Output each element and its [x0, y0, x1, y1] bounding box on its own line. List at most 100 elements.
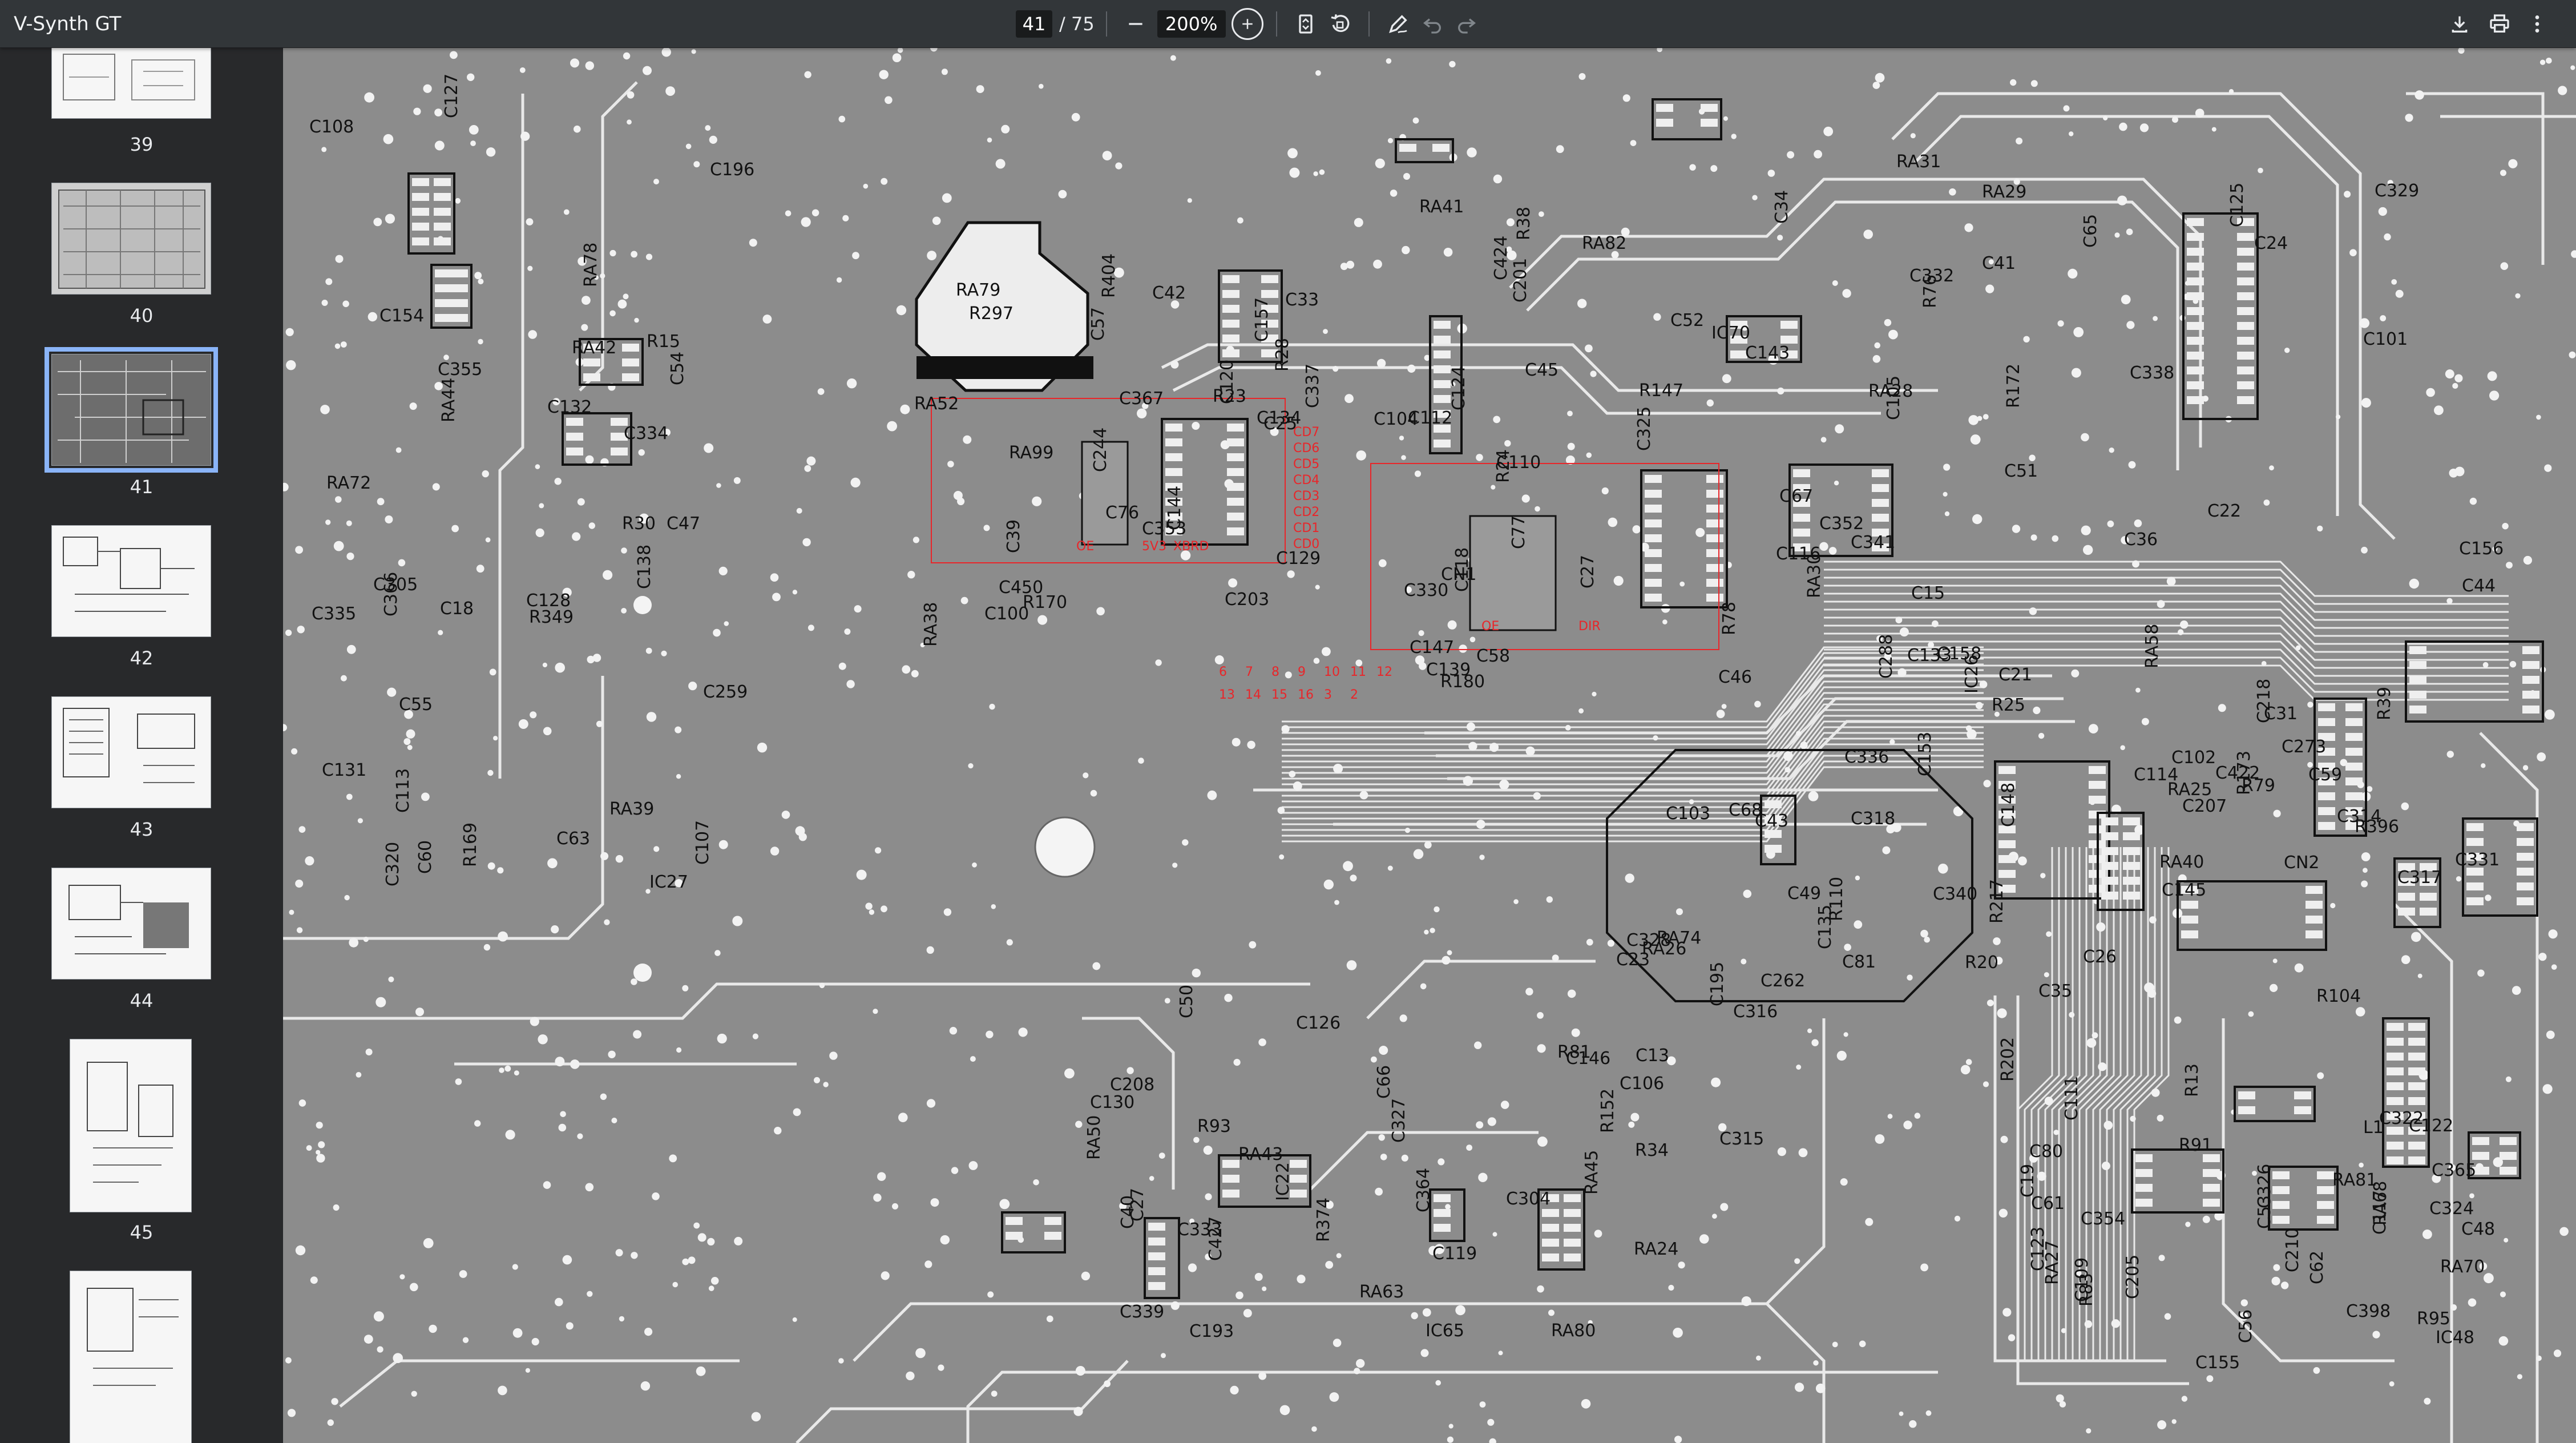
pcb-reference-label: C27 [1578, 555, 1598, 589]
pcb-pad [1765, 830, 1782, 838]
fit-page-button[interactable] [1289, 7, 1323, 41]
zoom-level-input[interactable]: 200% [1157, 10, 1226, 38]
pcb-component-outline [2182, 212, 2259, 420]
pcb-reference-label: C114 [2134, 765, 2178, 785]
pcb-reference-label: C100 [984, 604, 1029, 624]
pcb-pad [2517, 868, 2534, 876]
pcb-via [823, 1082, 829, 1087]
pcb-pad [2345, 703, 2363, 711]
pcb-via [1350, 874, 1357, 882]
pcb-bus-trace [1824, 608, 2509, 645]
pcb-via [2349, 249, 2357, 257]
pcb-via [346, 520, 352, 526]
pcb-pad [583, 373, 600, 381]
pcb-via [1983, 414, 1989, 420]
pcb-pad [1656, 104, 1673, 112]
pcb-reference-label: R349 [529, 607, 574, 627]
redo-button[interactable] [1449, 7, 1484, 41]
pcb-via [305, 856, 314, 866]
pcb-via [1967, 729, 1977, 740]
zoom-in-button[interactable] [1230, 7, 1265, 41]
pcb-via [1711, 1077, 1721, 1087]
pcb-pad [2187, 381, 2204, 389]
pcb-via [596, 720, 603, 727]
rotate-button[interactable] [1323, 7, 1357, 41]
pcb-via [1668, 1284, 1674, 1291]
pcb-via [1988, 259, 1994, 265]
pcb-via [1884, 319, 1892, 327]
pcb-via [1607, 940, 1614, 947]
pcb-reference-label: RA74 [1657, 928, 1701, 948]
pcb-reference-label: C21 [1998, 665, 2032, 685]
pcb-pad [2408, 1127, 2425, 1135]
pcb-pad [1542, 1209, 1559, 1217]
ic22-highlight-box [1370, 463, 1719, 650]
pcb-via [1872, 82, 1880, 89]
pcb-via [535, 464, 540, 469]
pcb-via [1187, 198, 1192, 203]
pcb-via [1479, 1401, 1486, 1408]
pcb-via [1972, 514, 1983, 525]
pcb-via [1476, 454, 1483, 461]
pcb-reference-label: C330 [1404, 581, 1448, 600]
pcb-via [1434, 1244, 1445, 1255]
pcb-via [1889, 739, 1895, 745]
pcb-via [762, 315, 772, 324]
annotate-button[interactable] [1381, 7, 1415, 41]
more-options-button[interactable] [2520, 7, 2554, 41]
pcb-via [697, 1233, 706, 1242]
pcb-pad [2237, 307, 2254, 315]
pcb-pad [2123, 892, 2140, 900]
pcb-via [2121, 536, 2129, 545]
pcb-via [487, 862, 495, 870]
pcb-via [1535, 506, 1540, 512]
download-button[interactable] [2442, 7, 2477, 41]
fit-page-icon [1299, 14, 1313, 34]
page-number-input[interactable]: 41 [1016, 10, 1052, 38]
pcb-via [603, 570, 613, 580]
pcb-pad [2387, 1127, 2404, 1135]
pcb-via [2214, 1212, 2223, 1221]
pcb-via [1445, 1204, 1451, 1210]
undo-button[interactable] [1415, 7, 1449, 41]
pcb-pad [2387, 1112, 2404, 1120]
pcb-via [403, 738, 411, 745]
pcb-via [1489, 743, 1499, 752]
pcb-pad [1645, 549, 1662, 557]
pcb-via [570, 58, 579, 68]
thumbnail-sidebar: 39 40 41 42 [0, 48, 283, 1443]
pcb-via [770, 573, 779, 582]
pcb-pad [1564, 1194, 1581, 1202]
pcb-via [2107, 520, 2114, 527]
pcb-via [646, 712, 657, 722]
zoom-out-button[interactable] [1119, 7, 1153, 41]
pcb-pad [1645, 490, 1662, 498]
pcb-via [1621, 227, 1630, 236]
pcb-trace [339, 1359, 740, 1408]
pcb-via [421, 792, 430, 801]
pcb-pad [2203, 1184, 2220, 1192]
pcb-via [1285, 671, 1292, 679]
pcb-via [587, 655, 595, 664]
pcb-reference-label: RA81 [2332, 1170, 2377, 1190]
pcb-via [869, 909, 875, 915]
pcb-pad [1222, 1190, 1239, 1198]
pcb-via [2411, 932, 2421, 942]
print-button[interactable] [2482, 7, 2517, 41]
pcb-trace [2406, 92, 2545, 265]
pcb-via [1743, 889, 1752, 898]
pcb-via [1214, 655, 1224, 664]
pcb-component-outline [1429, 1188, 1465, 1242]
pcb-via [2270, 984, 2278, 992]
pcb-via [2202, 1215, 2210, 1223]
pcb-pad [2517, 853, 2534, 861]
pcb-via [1924, 936, 1930, 943]
pcb-reference-label: C203 [1225, 590, 1269, 610]
pcb-reference-label: C127 [442, 74, 462, 118]
pcb-via [2114, 232, 2120, 238]
pcb-via [2336, 414, 2341, 420]
pcb-net-label: CD4 [1293, 473, 1319, 487]
pcb-via [1741, 1296, 1751, 1307]
pcb-via [478, 279, 484, 285]
